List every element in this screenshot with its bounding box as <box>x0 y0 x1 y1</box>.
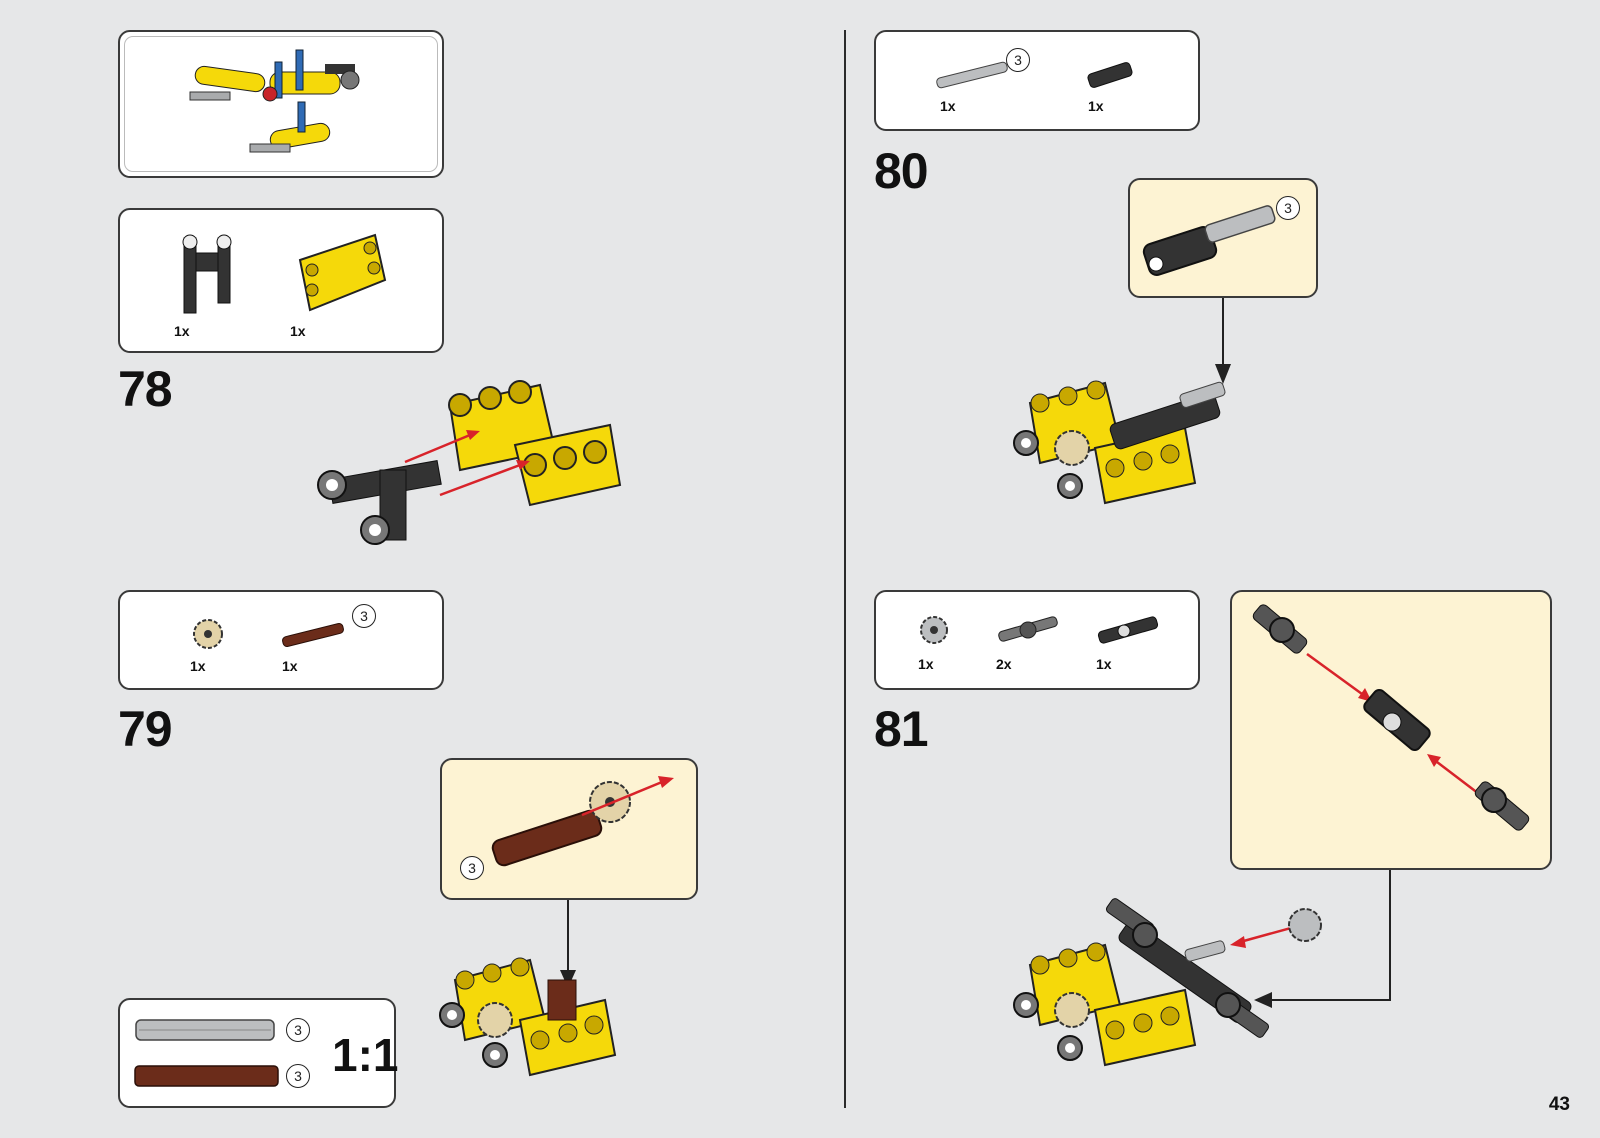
axle-length-badge: 3 <box>1006 48 1030 72</box>
step-78-assembly-image <box>310 370 630 560</box>
callout-pointer-arrow <box>1213 298 1233 388</box>
part-qty: 1x <box>190 658 206 674</box>
axle-length-badge: 3 <box>286 1064 310 1088</box>
step-81-callout <box>1230 590 1552 870</box>
axle-length-badge: 3 <box>286 1018 310 1042</box>
gray-pin-part-icon <box>994 610 1064 650</box>
part-qty: 1x <box>282 658 298 674</box>
step-80-callout: 3 <box>1128 178 1318 298</box>
parts-list-81: 1x 2x 1x <box>874 590 1200 690</box>
brown-axle-scale-icon <box>134 1064 279 1088</box>
pins-into-connector-image <box>1232 592 1554 872</box>
axle-length-badge: 3 <box>1276 196 1300 220</box>
axle-length-badge: 3 <box>460 856 484 880</box>
scale-label: 1:1 <box>332 1028 398 1082</box>
black-connector-part-icon <box>1094 610 1164 650</box>
part-qty: 1x <box>290 323 306 339</box>
axle-length-badge: 3 <box>352 604 376 628</box>
step-number-81: 81 <box>874 700 928 758</box>
step-79-assembly-image <box>440 955 640 1085</box>
result-preview-box <box>118 30 444 178</box>
black-connector-part-icon <box>170 228 250 318</box>
gray-axle-part-icon <box>934 58 1014 94</box>
parts-list-79: 1x 3 1x <box>118 590 444 690</box>
part-qty: 1x <box>174 323 190 339</box>
gray-gear-part-icon <box>914 610 954 650</box>
gray-axle-scale-icon <box>135 1018 275 1042</box>
step-80-assembly-image <box>1010 378 1250 518</box>
page-divider <box>844 30 846 1108</box>
part-qty: 1x <box>1096 656 1112 672</box>
step-number-79: 79 <box>118 700 172 758</box>
part-qty: 2x <box>996 656 1012 672</box>
part-qty: 1x <box>1088 98 1104 114</box>
scale-reference-box: 3 3 1:1 <box>118 998 396 1108</box>
part-qty: 1x <box>918 656 934 672</box>
parts-list-80: 3 1x 1x <box>874 30 1200 131</box>
black-axle-connector-part-icon <box>1082 56 1142 96</box>
part-qty: 1x <box>940 98 956 114</box>
step-number-80: 80 <box>874 142 928 200</box>
yellow-frame-part-icon <box>290 220 400 320</box>
parts-list-78: 1x 1x <box>118 208 444 353</box>
brown-axle-part-icon <box>280 622 350 652</box>
step-number-78: 78 <box>118 360 172 418</box>
step-81-assembly-image <box>1010 900 1360 1080</box>
step-79-callout: 3 <box>440 758 698 900</box>
sub-assembly-preview-image <box>120 32 446 180</box>
brown-axle-into-gear-image <box>442 760 700 902</box>
page-number: 43 <box>1549 1094 1570 1116</box>
tan-gear-part-icon <box>188 614 228 654</box>
